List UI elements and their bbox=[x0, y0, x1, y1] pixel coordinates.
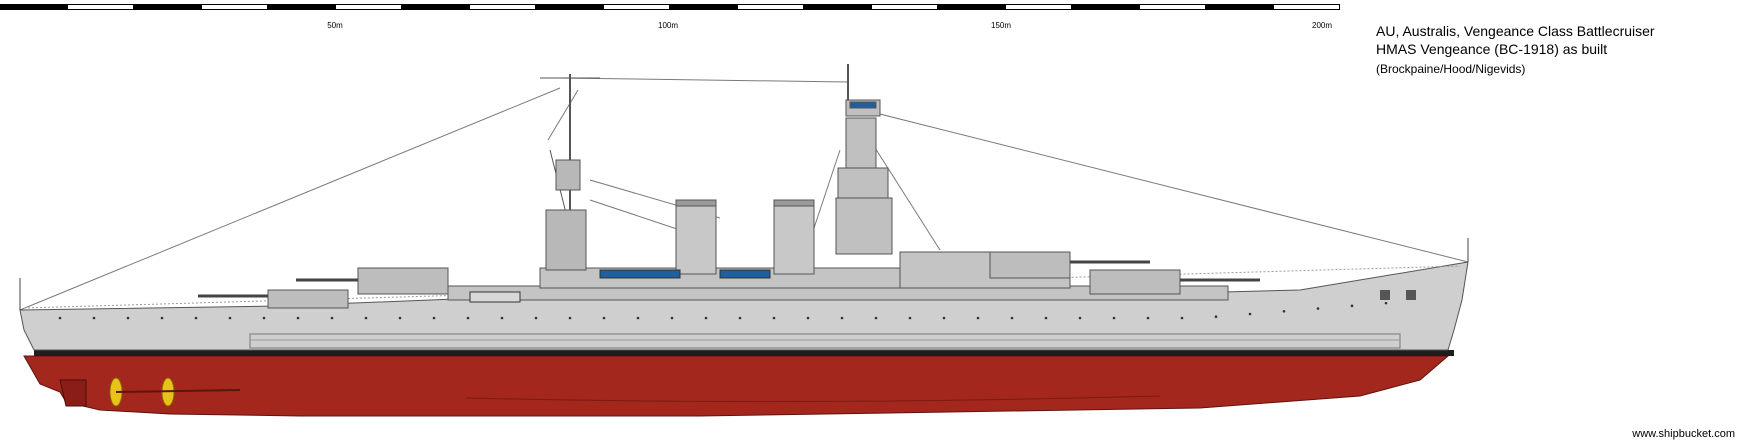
scale-bar-segment bbox=[938, 4, 1005, 10]
porthole bbox=[466, 316, 470, 320]
porthole bbox=[738, 316, 742, 320]
armour-belt bbox=[249, 333, 1401, 349]
anchor-hawse-pipes bbox=[1380, 290, 1416, 300]
scale-bar-segment bbox=[201, 4, 268, 10]
porthole bbox=[1044, 316, 1048, 320]
scale-bar-segment bbox=[603, 4, 670, 10]
porthole bbox=[432, 316, 436, 320]
porthole bbox=[942, 316, 946, 320]
aft-mast bbox=[540, 74, 600, 271]
porthole bbox=[364, 316, 368, 320]
porthole bbox=[1316, 307, 1320, 310]
scale-bar-segment bbox=[0, 4, 67, 10]
porthole bbox=[228, 316, 232, 320]
scale-bar-segment bbox=[1273, 4, 1340, 10]
porthole-row bbox=[58, 301, 1388, 320]
porthole bbox=[194, 316, 198, 320]
porthole bbox=[92, 316, 96, 320]
scale-bar-segment bbox=[804, 4, 871, 10]
porthole bbox=[1146, 316, 1150, 320]
scale-bar-segment bbox=[1005, 4, 1072, 10]
scale-label-50m: 50m bbox=[327, 21, 343, 30]
scale-bar-segment bbox=[536, 4, 603, 10]
ship-name-title: HMAS Vengeance (BC-1918) as built bbox=[1376, 41, 1608, 57]
ship-boats bbox=[469, 269, 771, 303]
porthole bbox=[1282, 309, 1286, 313]
porthole bbox=[976, 316, 980, 320]
porthole bbox=[500, 316, 504, 320]
porthole bbox=[908, 316, 912, 320]
scale-bar-segment bbox=[1072, 4, 1139, 10]
porthole bbox=[1214, 315, 1218, 319]
porthole bbox=[772, 316, 776, 320]
scale-bar-segment bbox=[67, 4, 134, 10]
hull-lower-red bbox=[23, 355, 1450, 417]
porthole bbox=[1350, 304, 1354, 308]
scale-bar-segment bbox=[1139, 4, 1206, 10]
turret-b bbox=[989, 251, 1071, 279]
porthole bbox=[568, 316, 572, 320]
porthole bbox=[1112, 316, 1116, 320]
porthole bbox=[1384, 301, 1388, 305]
scale-bar-segment bbox=[1206, 4, 1273, 10]
porthole bbox=[840, 316, 844, 320]
title-block: AU, Australis, Vengeance Class Battlecru… bbox=[1376, 22, 1655, 78]
turret-y bbox=[267, 289, 349, 309]
porthole bbox=[1078, 316, 1082, 320]
main-gun-turrets bbox=[198, 251, 1260, 309]
funnels bbox=[675, 199, 815, 275]
porthole bbox=[704, 316, 708, 320]
turret-x bbox=[357, 267, 449, 295]
scale-bar-segment bbox=[402, 4, 469, 10]
scale-bar-segment bbox=[335, 4, 402, 10]
scale-label-200m: 200m bbox=[1311, 21, 1333, 30]
propellers bbox=[109, 377, 241, 407]
porthole bbox=[1248, 312, 1252, 316]
porthole bbox=[874, 316, 878, 320]
boot-topping-stripe bbox=[34, 350, 1454, 356]
turret-a bbox=[1089, 269, 1181, 295]
scale-bar-segment bbox=[871, 4, 938, 10]
porthole bbox=[58, 316, 62, 320]
porthole bbox=[534, 316, 538, 320]
drawing-credits: (Brockpaine/Hood/Nigevids) bbox=[1376, 62, 1526, 76]
scale-label-150m: 150m bbox=[990, 21, 1012, 30]
porthole bbox=[806, 316, 810, 320]
porthole bbox=[1180, 316, 1184, 320]
porthole bbox=[262, 316, 266, 320]
website-credit: www.shipbucket.com bbox=[1632, 428, 1735, 440]
funnel-aft bbox=[675, 203, 717, 275]
scale-bar-segment bbox=[134, 4, 201, 10]
funnel-forward bbox=[773, 203, 815, 275]
porthole bbox=[296, 316, 300, 320]
porthole bbox=[636, 316, 640, 320]
porthole bbox=[670, 316, 674, 320]
scale-bar-segment bbox=[670, 4, 737, 10]
porthole bbox=[1010, 316, 1014, 320]
porthole bbox=[330, 316, 334, 320]
scale-bar-segment bbox=[268, 4, 335, 10]
scale-bar: 50m 100m 150m 200m bbox=[0, 0, 1340, 30]
scale-label-100m: 100m bbox=[657, 21, 679, 30]
scale-bar-segment bbox=[469, 4, 536, 10]
porthole bbox=[602, 316, 606, 320]
forward-bridge-tower bbox=[835, 64, 893, 255]
ship-class-title: AU, Australis, Vengeance Class Battlecru… bbox=[1376, 23, 1655, 39]
porthole bbox=[126, 316, 130, 320]
porthole bbox=[398, 316, 402, 320]
scale-bar-segment bbox=[737, 4, 804, 10]
rudder bbox=[59, 379, 87, 407]
porthole bbox=[160, 316, 164, 320]
hull-upper-grey bbox=[19, 261, 1469, 351]
